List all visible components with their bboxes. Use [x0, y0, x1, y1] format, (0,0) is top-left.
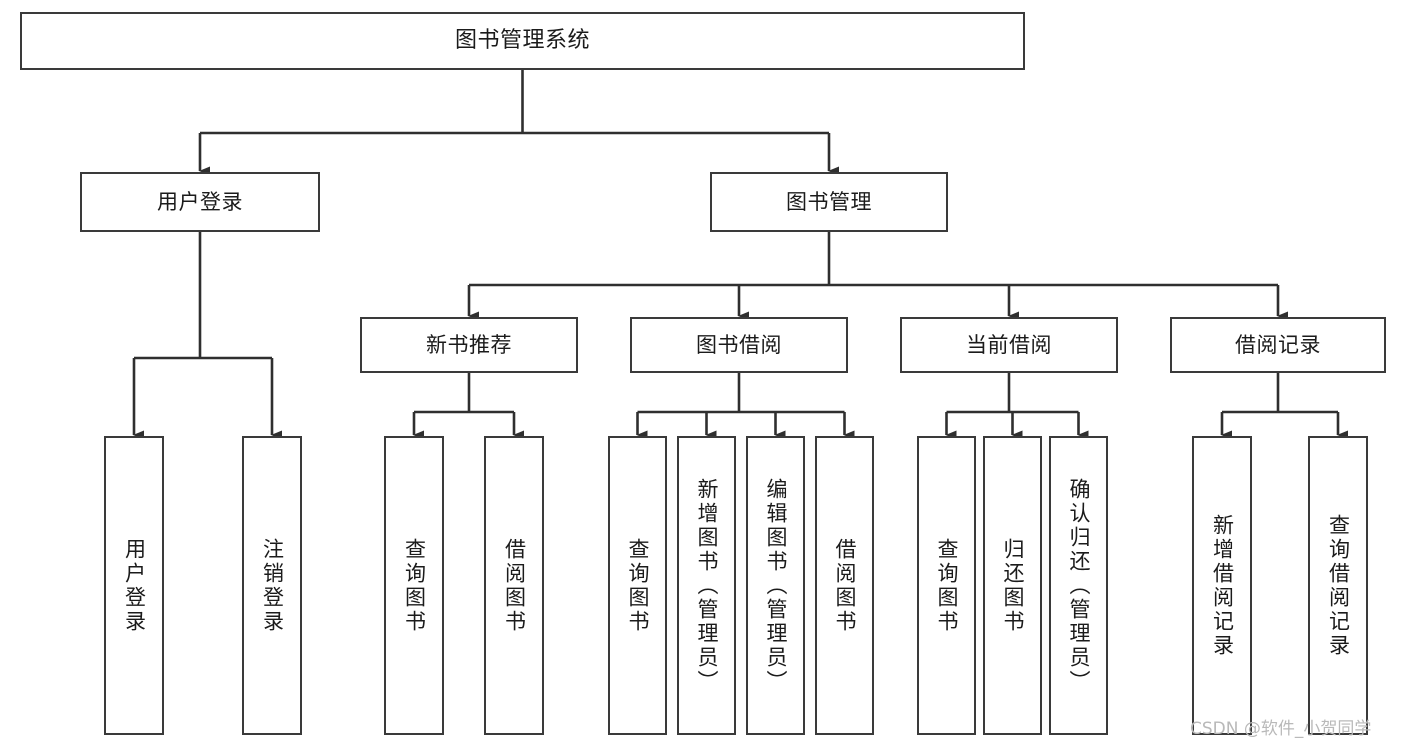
node-new-book-recommend[interactable]: 新书推荐: [360, 317, 578, 373]
node-label: 图书借阅: [696, 332, 782, 357]
node-label: 新增借阅记录: [1210, 513, 1235, 658]
node-leaf-add-record[interactable]: 新增借阅记录: [1192, 436, 1252, 735]
node-label: 编辑图书（管理员）: [764, 477, 788, 694]
node-leaf-user-login[interactable]: 用户登录: [104, 436, 164, 735]
node-label: 借阅记录: [1235, 332, 1321, 357]
node-label: 图书管理: [786, 189, 872, 214]
node-leaf-query-book-2[interactable]: 查询图书: [608, 436, 667, 735]
node-label: 查询图书: [626, 537, 650, 634]
node-label: 查询图书: [935, 537, 959, 634]
node-book-borrow[interactable]: 图书借阅: [630, 317, 848, 373]
node-label: 查询借阅记录: [1326, 513, 1351, 658]
node-label: 借阅图书: [833, 537, 857, 634]
node-leaf-confirm-return[interactable]: 确认归还（管理员）: [1049, 436, 1108, 735]
node-root[interactable]: 图书管理系统: [20, 12, 1025, 70]
node-leaf-borrow-book-1[interactable]: 借阅图书: [484, 436, 544, 735]
node-label: 新书推荐: [426, 332, 512, 357]
node-label: 注销登录: [260, 537, 285, 634]
node-leaf-query-record[interactable]: 查询借阅记录: [1308, 436, 1368, 735]
node-label: 归还图书: [1001, 537, 1025, 634]
node-label: 图书管理系统: [454, 28, 590, 54]
node-current-borrow[interactable]: 当前借阅: [900, 317, 1118, 373]
node-label: 新增图书（管理员）: [695, 477, 719, 694]
node-leaf-add-book[interactable]: 新增图书（管理员）: [677, 436, 736, 735]
node-label: 当前借阅: [966, 332, 1052, 357]
node-leaf-query-book-1[interactable]: 查询图书: [384, 436, 444, 735]
node-leaf-query-book-3[interactable]: 查询图书: [917, 436, 976, 735]
node-label: 借阅图书: [502, 537, 527, 634]
node-book-manage[interactable]: 图书管理: [710, 172, 948, 232]
node-label: 确认归还（管理员）: [1067, 477, 1091, 694]
node-leaf-logout[interactable]: 注销登录: [242, 436, 302, 735]
node-leaf-borrow-book-2[interactable]: 借阅图书: [815, 436, 874, 735]
node-label: 查询图书: [402, 537, 427, 634]
node-leaf-return-book[interactable]: 归还图书: [983, 436, 1042, 735]
node-label: 用户登录: [157, 189, 243, 214]
node-borrow-record[interactable]: 借阅记录: [1170, 317, 1386, 373]
node-user-login[interactable]: 用户登录: [80, 172, 320, 232]
node-leaf-edit-book[interactable]: 编辑图书（管理员）: [746, 436, 805, 735]
node-label: 用户登录: [122, 537, 147, 634]
